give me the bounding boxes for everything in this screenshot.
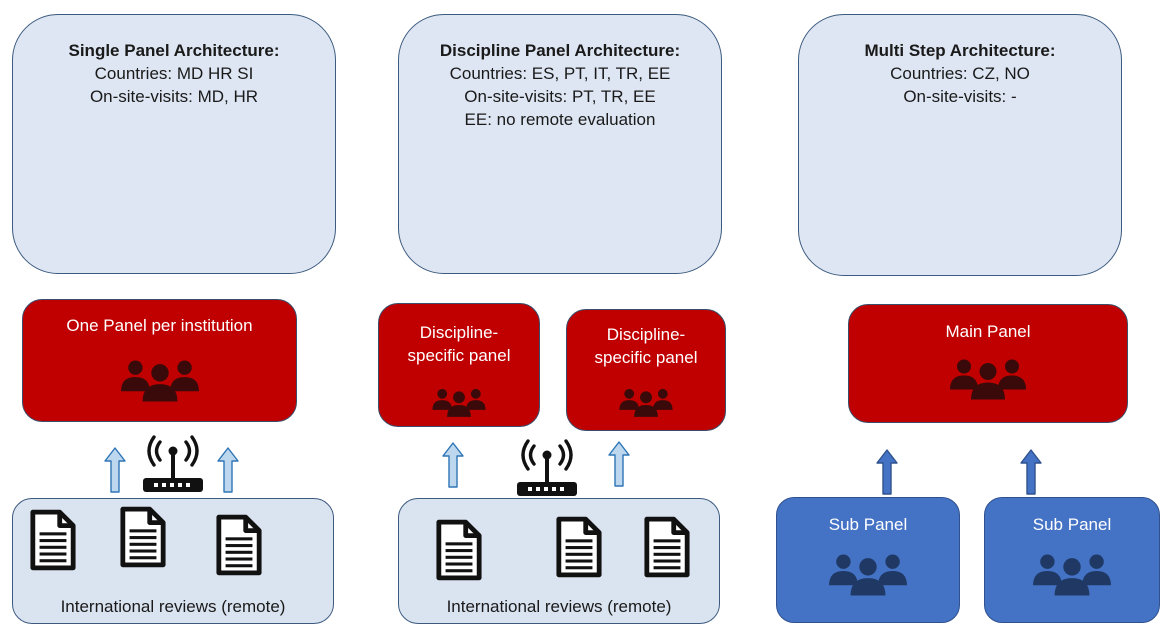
- architecture-onsite: On-site-visits: MD, HR: [89, 87, 259, 106]
- arrow-up-icon: [104, 447, 126, 493]
- panel-label: One Panel per institution: [66, 316, 253, 335]
- document-icon: [643, 516, 691, 578]
- panel-label: Sub Panel: [828, 515, 908, 534]
- discipline-panel-architecture-box: Discipline Panel Architecture: Countries…: [398, 14, 722, 274]
- architecture-countries: Countries: CZ, NO: [890, 64, 1030, 83]
- wifi-router-icon: [514, 438, 580, 502]
- architecture-note: EE: no remote evaluation: [464, 110, 656, 129]
- arrow-up-icon: [442, 442, 464, 488]
- document-icon: [119, 506, 167, 568]
- architecture-title: Single Panel Architecture:: [68, 41, 280, 60]
- international-reviews-middle: International reviews (remote): [398, 498, 720, 624]
- people-group-icon: [431, 386, 487, 417]
- document-icon: [555, 516, 603, 578]
- panel-label-line2: specific panel: [594, 348, 698, 367]
- architecture-title: Multi Step Architecture:: [864, 41, 1056, 60]
- document-icon: [435, 519, 483, 581]
- sub-panel-2: Sub Panel: [984, 497, 1160, 623]
- arrow-up-icon: [1020, 449, 1042, 495]
- panel-label: Main Panel: [945, 322, 1031, 341]
- architecture-countries: Countries: MD HR SI: [94, 64, 254, 83]
- architecture-countries: Countries: ES, PT, IT, TR, EE: [449, 64, 671, 83]
- architecture-onsite: On-site-visits: PT, TR, EE: [464, 87, 656, 106]
- arrow-up-icon: [608, 441, 630, 487]
- document-icon: [215, 514, 263, 576]
- document-icon: [29, 509, 77, 571]
- people-group-icon: [119, 356, 201, 402]
- sub-panel-1: Sub Panel: [776, 497, 960, 623]
- single-panel: One Panel per institution: [22, 299, 297, 422]
- international-reviews-left: International reviews (remote): [12, 498, 334, 624]
- multi-step-architecture-box: Multi Step Architecture: Countries: CZ, …: [798, 14, 1122, 276]
- panel-label: Sub Panel: [1032, 515, 1112, 534]
- panel-label-line1: Discipline-: [419, 323, 499, 342]
- arrow-up-icon: [217, 447, 239, 493]
- reviews-label: International reviews (remote): [60, 597, 286, 616]
- architecture-onsite: On-site-visits: -: [903, 87, 1017, 106]
- reviews-label: International reviews (remote): [446, 597, 672, 616]
- discipline-panel-1: Discipline- specific panel: [378, 303, 540, 427]
- panel-label-line2: specific panel: [407, 346, 511, 365]
- arrow-up-icon: [876, 449, 898, 495]
- people-group-icon: [948, 355, 1028, 400]
- single-panel-architecture-box: Single Panel Architecture: Countries: MD…: [12, 14, 336, 274]
- people-group-icon: [618, 386, 674, 417]
- discipline-panel-2: Discipline- specific panel: [566, 309, 726, 431]
- people-group-icon: [827, 550, 909, 596]
- wifi-router-icon: [140, 434, 206, 498]
- main-panel: Main Panel: [848, 304, 1128, 423]
- panel-label-line1: Discipline-: [606, 325, 686, 344]
- architecture-title: Discipline Panel Architecture:: [439, 41, 681, 60]
- people-group-icon: [1031, 550, 1113, 596]
